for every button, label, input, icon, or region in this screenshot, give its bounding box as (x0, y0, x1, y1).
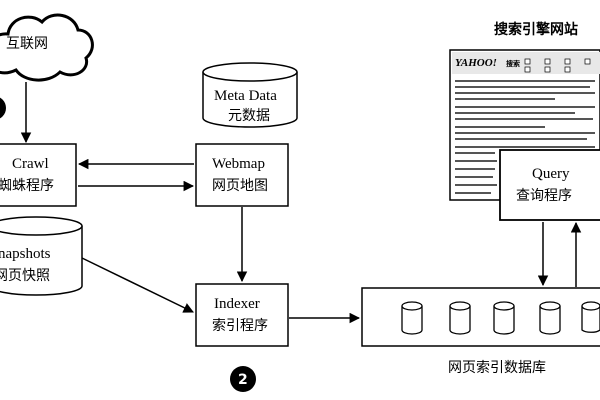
screenshot-text-lines (455, 80, 595, 194)
query-label-zh: 查询程序 (516, 188, 572, 204)
indexer-label-en: Indexer (214, 296, 260, 312)
indexer-box: Indexer 索引程序 (195, 283, 289, 347)
search-site-title: 搜索引擎网站 (494, 21, 578, 38)
snapshots-cylinder: napshots 网页快照 (0, 216, 83, 296)
db-cylinder-icon (493, 301, 515, 335)
webmap-box: Webmap 网页地图 (195, 143, 289, 207)
db-cylinder-icon (581, 301, 600, 333)
db-cylinder-icon (449, 301, 471, 335)
crawl-label-en: Crawl (12, 156, 49, 172)
yahoo-logo: YAHOO! (455, 57, 497, 69)
query-label-en: Query (532, 166, 570, 182)
metadata-label-zh: 元数据 (228, 108, 270, 124)
flow-arrows (20, 82, 582, 324)
yahoo-logo-sub: 搜索 (506, 59, 520, 68)
step-badge-2: 2 (230, 366, 256, 392)
step-marker-1-icon (0, 97, 6, 119)
internet-label: 互联网 (6, 36, 48, 52)
step-badge-2-label: 2 (238, 372, 248, 388)
metadata-cylinder: Meta Data 元数据 (202, 62, 298, 128)
crawl-box: Crawl 蜘蛛程序 (0, 143, 77, 207)
indexer-label-zh: 索引程序 (212, 317, 268, 334)
webmap-label-en: Webmap (212, 156, 265, 172)
db-cylinder-icon (539, 301, 561, 335)
index-db-label: 网页索引数据库 (448, 359, 546, 376)
crawl-label-zh: 蜘蛛程序 (0, 178, 54, 194)
internet-cloud: 互联网 (0, 13, 94, 82)
webmap-label-zh: 网页地图 (212, 178, 268, 194)
snapshots-label-en: napshots (0, 246, 51, 262)
arrow-snapshots-to-indexer (81, 257, 194, 313)
db-cylinder-icon (401, 301, 423, 335)
query-box: Query 查询程序 (499, 149, 600, 221)
screenshot-option-boxes (524, 58, 591, 73)
index-database (361, 287, 600, 347)
snapshots-label-zh: 网页快照 (0, 268, 50, 284)
metadata-label-en: Meta Data (214, 88, 277, 104)
